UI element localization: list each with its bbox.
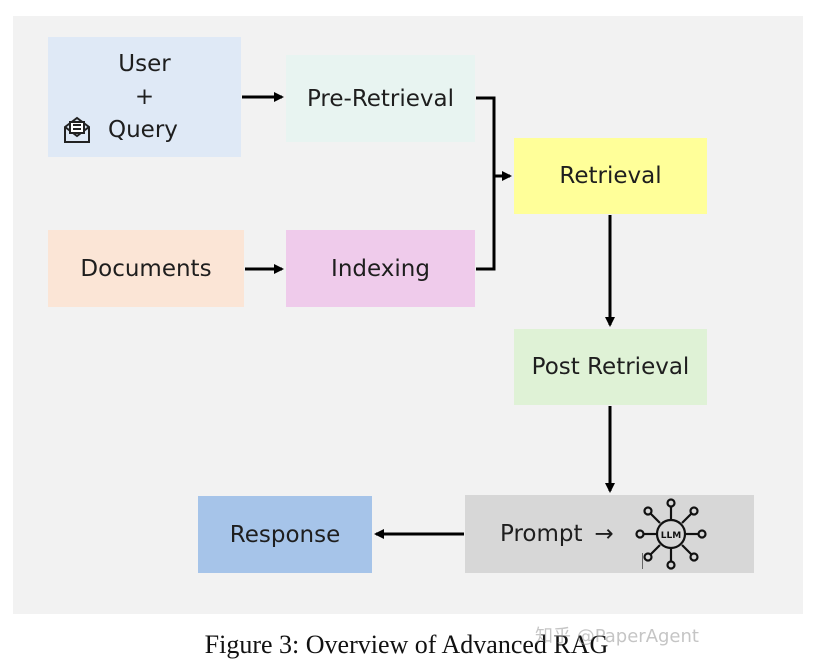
documents-box: Documents xyxy=(48,230,244,307)
documents-label: Documents xyxy=(80,255,212,282)
indexing-label: Indexing xyxy=(331,255,430,282)
plus-label: + xyxy=(134,84,155,110)
llm-label: LLM xyxy=(661,531,681,541)
user-query-box: User + Query xyxy=(48,37,241,157)
indexing-box: Indexing xyxy=(286,230,475,307)
prompt-arrow-glyph: → xyxy=(594,521,614,547)
post-retrieval-label: Post Retrieval xyxy=(531,354,690,380)
llm-network-icon: LLM xyxy=(634,497,708,571)
response-box: Response xyxy=(198,496,372,573)
figure-caption: Figure 3: Overview of Advanced RAG xyxy=(204,630,609,659)
query-label: Query xyxy=(108,117,178,143)
cursor-mark xyxy=(642,553,643,569)
prompt-label: Prompt xyxy=(500,521,583,547)
retrieval-box: Retrieval xyxy=(514,138,707,214)
prompt-box: Prompt → LLM xyxy=(465,495,754,573)
retrieval-label: Retrieval xyxy=(559,163,662,189)
pre-retrieval-box: Pre-Retrieval xyxy=(286,55,475,142)
mail-icon xyxy=(62,115,92,145)
response-label: Response xyxy=(229,521,341,548)
watermark: 知乎 @PaperAgent xyxy=(535,626,699,647)
query-row: Query xyxy=(48,114,241,147)
pre-retrieval-label: Pre-Retrieval xyxy=(306,85,455,112)
post-retrieval-box: Post Retrieval xyxy=(514,329,707,405)
user-label: User xyxy=(118,51,171,77)
